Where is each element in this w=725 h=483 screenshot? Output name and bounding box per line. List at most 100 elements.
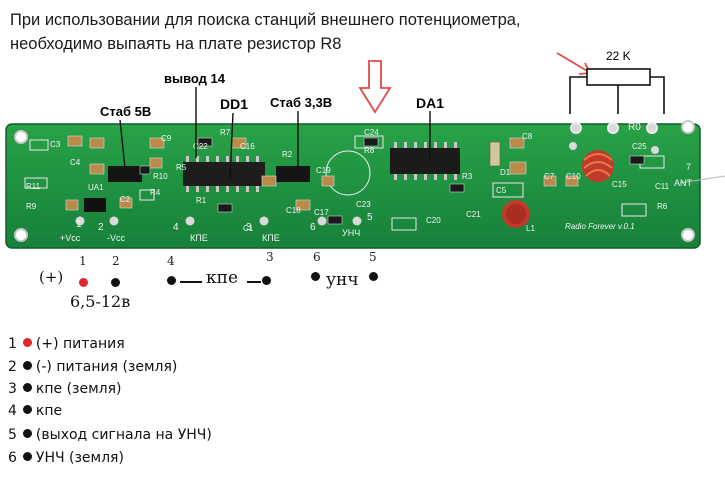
part-label-c9: C9 — [161, 134, 172, 143]
unch-label: унч — [326, 270, 359, 290]
kpe-dash-right — [247, 281, 261, 283]
legend-item-3: 3 кпе (земля) — [8, 379, 122, 399]
part-label-c22: C22 — [193, 142, 208, 151]
part-label-r10: R10 — [153, 172, 168, 181]
legend-item-4: 4 кпе — [8, 401, 62, 421]
part-label-c2: C2 — [120, 195, 131, 204]
part-label-c11: C11 — [655, 182, 670, 191]
black-dot-icon — [22, 383, 32, 392]
voltage-label: 6,5-12в — [70, 292, 131, 311]
pin-num-4: 4 — [167, 254, 175, 268]
black-dot-icon — [22, 361, 32, 370]
board-name: Radio Forever v.0.1 — [565, 222, 635, 231]
legend-item-2: 2 (-) питания (земля) — [8, 357, 177, 377]
part-label-c16: C16 — [240, 142, 255, 151]
part-label-l1: L1 — [526, 224, 535, 233]
legend-text: кпе — [35, 403, 63, 419]
part-label-c19: C19 — [316, 166, 331, 175]
board-pin-6: 6 — [310, 222, 316, 233]
board-vcc-plus: +Vcc — [60, 233, 81, 243]
pin-3-dot — [262, 276, 271, 285]
part-label-ua1: UA1 — [88, 183, 104, 192]
pin-5-dot — [369, 272, 378, 281]
instruction-line-1: При использовании для поиска станций вне… — [10, 11, 521, 29]
legend-num: 4 — [8, 403, 17, 419]
kpe-label: кпе — [206, 268, 239, 288]
part-label-c25: C25 — [632, 142, 647, 151]
part-label-r7: R7 — [220, 128, 231, 137]
label-stab-5v: Стаб 5В — [100, 104, 152, 119]
part-label-c3: C3 — [50, 140, 61, 149]
pin-num-2: 2 — [112, 254, 120, 268]
board-pin-1: 1 — [76, 219, 82, 230]
legend-num: 6 — [8, 450, 17, 466]
board-pin-5: 5 — [367, 212, 373, 223]
part-label-r4: R4 — [150, 188, 161, 197]
potentiometer-symbol — [569, 68, 665, 114]
board-pin-4: 4 — [173, 222, 179, 233]
resistor-value-label: 22 K — [606, 49, 631, 63]
legend-item-1: 1(+) питания — [8, 334, 125, 354]
plus-label: (+) — [39, 268, 64, 286]
part-label-r8: R8 — [364, 146, 375, 155]
part-label-c7: C7 — [544, 172, 555, 181]
black-dot-icon — [22, 452, 32, 461]
label-da1: DA1 — [416, 95, 445, 111]
pin-num-3: 3 — [266, 250, 274, 264]
pcb-board — [5, 120, 725, 249]
part-label-c10: C10 — [566, 172, 581, 181]
part-label-c5: C5 — [496, 186, 507, 195]
instruction-note: При использовании для поиска станций вне… — [10, 8, 521, 56]
legend-item-5: 5 (выход сигнала на УНЧ) — [8, 425, 212, 445]
legend-num: 1 — [8, 336, 17, 352]
pin-num-1: 1 — [79, 254, 87, 268]
legend-text: (выход сигнала на УНЧ) — [35, 427, 212, 443]
board-unch: УНЧ — [342, 228, 361, 238]
part-label-r9: R9 — [26, 202, 37, 211]
part-label-c23: C23 — [356, 200, 371, 209]
kpe-dash-left — [180, 281, 202, 283]
black-dot-icon — [22, 429, 32, 438]
label-stab-3-3v: Стаб 3,3В — [270, 95, 333, 110]
legend-num: 2 — [8, 359, 17, 375]
legend-item-6: 6 УНЧ (земля) — [8, 448, 124, 468]
pin-num-6: 6 — [313, 250, 321, 264]
part-label-c24: C24 — [364, 128, 379, 137]
board-pin-2: 2 — [98, 222, 104, 233]
part-label-r11: R11 — [26, 182, 41, 191]
part-label-r3: R3 — [462, 172, 473, 181]
part-label-r6: R6 — [657, 202, 668, 211]
red-dot-icon — [22, 338, 32, 347]
black-dot-icon — [22, 405, 32, 414]
part-label-r0: R0 — [628, 122, 641, 133]
ant-pin-label: 7 — [686, 162, 692, 172]
part-label-c17: C17 — [314, 208, 329, 217]
part-label-c15: C15 — [612, 180, 627, 189]
legend-text: (-) питания (земля) — [35, 359, 178, 375]
part-label-r1: R1 — [196, 196, 207, 205]
part-label-d1: D1 — [500, 168, 511, 177]
pin-6-dot — [311, 272, 320, 281]
ant-label: ANT — [674, 178, 692, 188]
pin-2-dot — [111, 278, 120, 287]
part-label-c1: C1 — [243, 224, 254, 233]
label-pin-14: вывод 14 — [164, 71, 226, 86]
legend-text: кпе (земля) — [35, 381, 122, 397]
board-vcc-minus: -Vcc — [107, 233, 125, 243]
down-arrow-icon — [358, 60, 392, 114]
part-label-c20: C20 — [426, 216, 441, 225]
callout-lines — [119, 87, 431, 181]
label-dd1: DD1 — [220, 96, 249, 112]
board-kpe-2: КПЕ — [262, 233, 280, 243]
part-label-r5: R5 — [176, 163, 187, 172]
part-label-c8: C8 — [522, 132, 533, 141]
pin-4-dot — [167, 276, 176, 285]
legend-num: 3 — [8, 381, 17, 397]
board-kpe-1: КПЕ — [190, 233, 208, 243]
part-label-c18: C18 — [286, 206, 301, 215]
part-label-r2: R2 — [282, 150, 293, 159]
legend-text: УНЧ (земля) — [35, 450, 124, 466]
legend-num: 5 — [8, 427, 17, 443]
instruction-line-2: необходимо выпаять на плате резистор R8 — [10, 35, 342, 53]
part-label-c21: C21 — [466, 210, 481, 219]
